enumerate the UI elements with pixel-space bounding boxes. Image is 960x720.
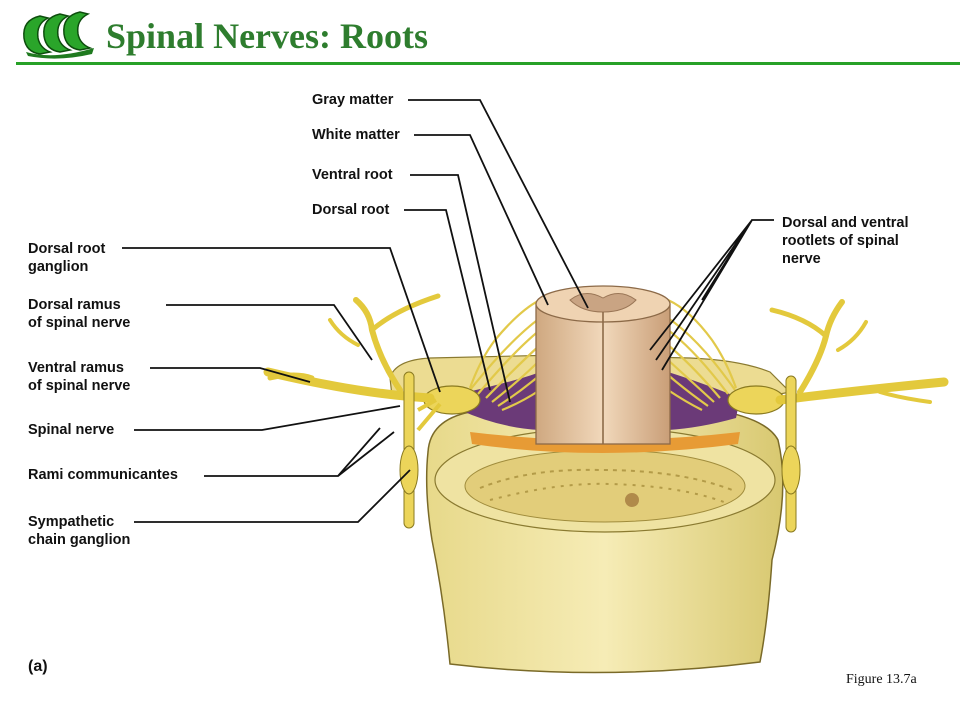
spinal-nerve-right xyxy=(769,299,949,405)
label-ventral-root: Ventral root xyxy=(312,167,393,183)
dura-mater xyxy=(455,372,540,430)
figure-caption: Figure 13.7a xyxy=(846,672,917,687)
label-dorsal-root-ganglion-line-2: ganglion xyxy=(28,259,89,275)
label-dorsal-ramus-line-2: of spinal nerve xyxy=(28,315,131,331)
vertebral-body xyxy=(425,402,784,674)
rootlets-right xyxy=(667,298,738,411)
label-gray-matter: Gray matter xyxy=(312,92,394,108)
label-dorsal-root-ganglion: Dorsal root ganglion xyxy=(28,240,105,276)
label-dorsal-ramus: Dorsal ramus of spinal nerve xyxy=(28,296,130,332)
slide-header: Spinal Nerves: Roots xyxy=(0,0,960,70)
page-title: Spinal Nerves: Roots xyxy=(106,16,428,56)
label-white-matter: White matter xyxy=(312,127,400,143)
panel-letter: (a) xyxy=(28,658,48,675)
label-ventral-ramus: Ventral ramus of spinal nerve xyxy=(28,359,130,395)
label-sympathetic-chain-ganglion-line-2: chain ganglion xyxy=(28,532,131,548)
label-sympathetic-chain-ganglion-line-1: Sympathetic xyxy=(28,514,115,530)
label-ventral-ramus-line-1: Ventral ramus xyxy=(28,360,124,376)
label-rami-communicantes: Rami communicantes xyxy=(28,467,178,483)
spinal-cord xyxy=(535,285,671,445)
label-dorsal-root-ganglion-line-1: Dorsal root xyxy=(28,241,106,257)
anatomy-drawing xyxy=(122,99,949,674)
label-rootlets-line-3: nerve xyxy=(782,251,821,267)
label-spinal-nerve: Spinal nerve xyxy=(28,422,115,438)
label-ventral-ramus-line-2: of spinal nerve xyxy=(28,378,131,394)
label-rootlets-line-2: rootlets of spinal xyxy=(782,233,899,249)
label-dorsal-ramus-line-1: Dorsal ramus xyxy=(28,297,121,313)
label-sympathetic-chain-ganglion: Sympathetic chain ganglion xyxy=(28,513,130,549)
title-divider xyxy=(16,62,960,65)
leader-lines xyxy=(122,99,774,523)
label-rootlets: Dorsal and ventral rootlets of spinal ne… xyxy=(782,214,909,268)
label-rootlets-line-1: Dorsal and ventral xyxy=(782,215,909,231)
sympathetic-chain-right xyxy=(781,375,801,533)
label-dorsal-root: Dorsal root xyxy=(312,202,390,218)
logo-icon xyxy=(23,11,94,59)
spinal-nerve-roots-illustration: Gray matter White matter Ventral root Do… xyxy=(0,70,960,720)
